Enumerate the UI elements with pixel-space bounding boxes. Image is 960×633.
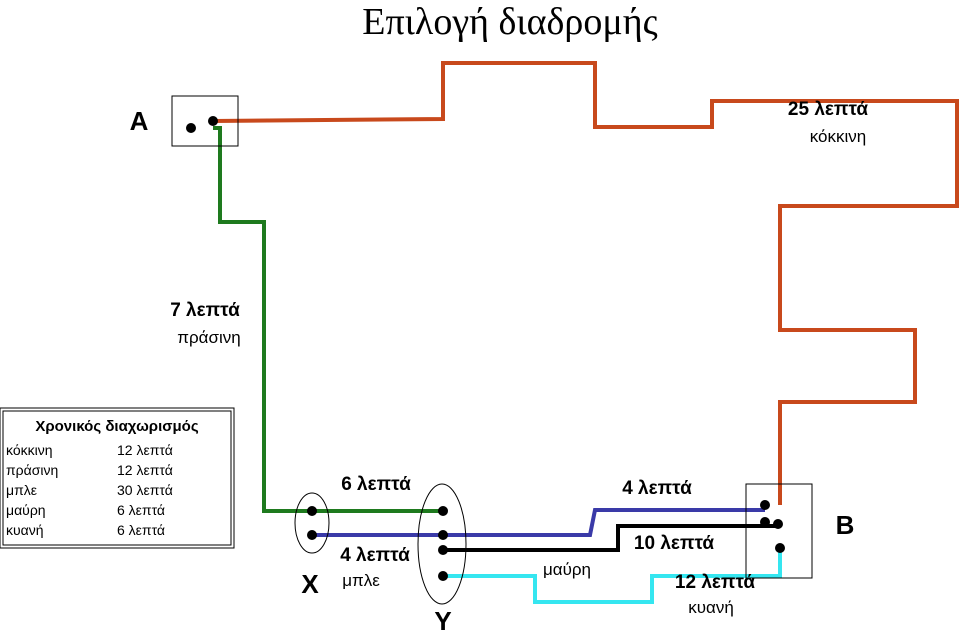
label-point-y: Y (434, 606, 451, 633)
legend-row-time: 12 λεπτά (117, 462, 173, 478)
legend-row-color: κυανή (6, 522, 44, 538)
node-y-2 (438, 530, 448, 540)
legend-row-color: μπλε (6, 482, 37, 498)
legend-row-time: 6 λεπτά (117, 522, 165, 538)
green-route-time: 7 λεπτά (170, 300, 240, 321)
blue-route-name: μπλε (342, 571, 380, 590)
green-route-name: πράσινη (177, 328, 240, 347)
node-y-3 (438, 545, 448, 555)
blue-route-time: 4 λεπτά (340, 545, 410, 566)
node-a-right (208, 116, 218, 126)
cyan-route-name: κυανή (688, 598, 734, 617)
x-to-y-time: 6 λεπτά (341, 474, 411, 495)
node-b-1 (760, 500, 770, 510)
cyan-route-time: 12 λεπτά (675, 572, 755, 593)
red-route-wire[interactable] (212, 61, 959, 505)
red-route-time: 25 λεπτά (788, 99, 868, 120)
node-x-top (307, 506, 317, 516)
red-route-name: κόκκινη (810, 127, 866, 146)
black-route-name: μαύρη (543, 560, 591, 579)
green-route-wire[interactable] (213, 126, 443, 513)
legend-row-time: 6 λεπτά (117, 502, 165, 518)
cyan-route-wire[interactable] (443, 548, 782, 604)
mid-right-route-time: 10 λεπτά (634, 533, 714, 554)
node-b-3 (773, 519, 783, 529)
legend-row-time: 12 λεπτά (117, 442, 173, 458)
black-route-wire[interactable] (443, 524, 778, 552)
legend-row-color: μαύρη (6, 502, 46, 518)
legend-row-time: 30 λεπτά (117, 482, 173, 498)
node-x-bottom (307, 530, 317, 540)
node-b-4 (775, 543, 785, 553)
node-y-4 (438, 571, 448, 581)
point-a-box (171, 95, 239, 147)
time-split-legend: Χρονικός διαχωρισμός κόκκινη 12 λεπτά πρ… (0, 407, 235, 549)
junction-y-ellipse (417, 483, 467, 605)
page-title: Επιλογή διαδρομής (362, 1, 657, 43)
top-right-route-time: 4 λεπτά (622, 478, 692, 499)
label-point-a: A (130, 106, 149, 136)
node-a-left (186, 123, 196, 133)
junction-x-ellipse (294, 492, 330, 554)
label-point-b: B (836, 510, 855, 540)
blue-route-wire[interactable] (312, 508, 765, 537)
node-y-1 (438, 506, 448, 516)
legend-title: Χρονικός διαχωρισμός (35, 418, 198, 435)
node-b-2 (760, 517, 770, 527)
legend-row-color: πράσινη (6, 462, 58, 478)
legend-row-color: κόκκινη (6, 442, 53, 458)
label-point-x: X (301, 569, 319, 599)
point-b-box (745, 483, 813, 579)
